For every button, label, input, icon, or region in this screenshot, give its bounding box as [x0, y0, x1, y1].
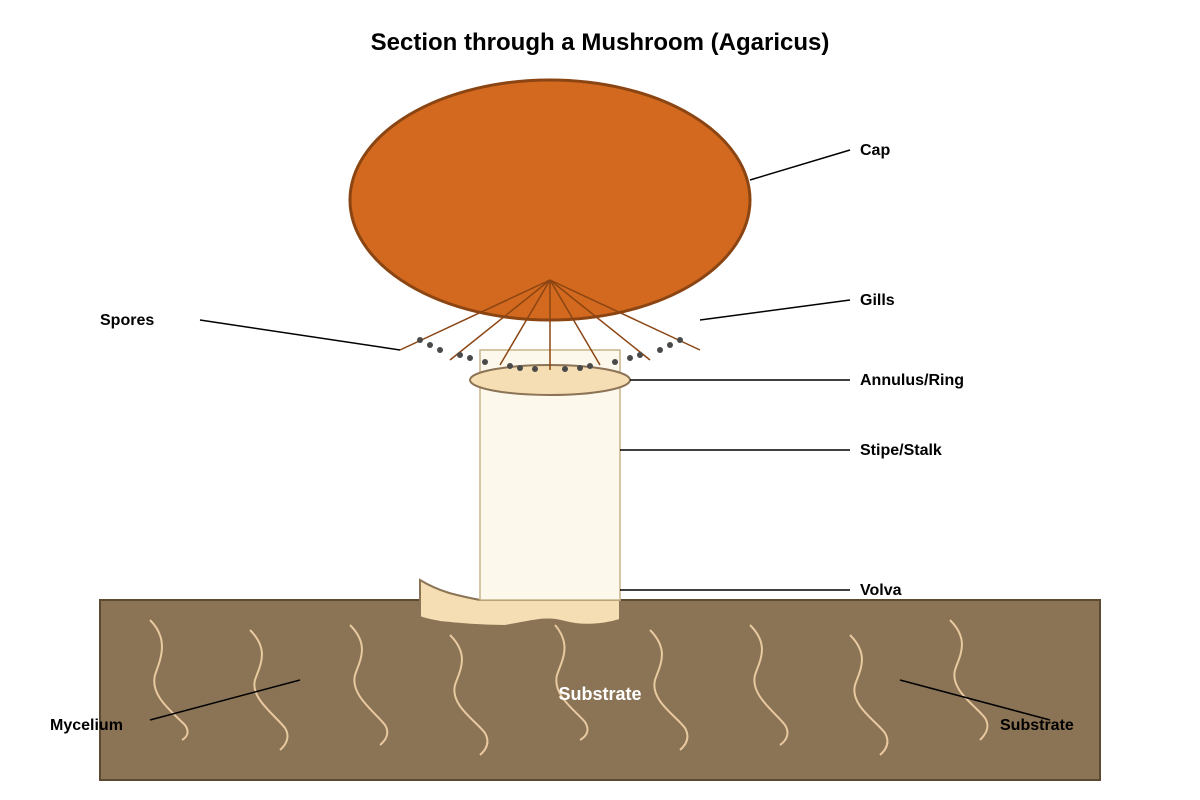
hypha: [749, 624, 789, 746]
gill-line: [549, 279, 601, 366]
hypha: [149, 619, 189, 741]
leader-lines: [149, 149, 1051, 721]
mycelium-leader-line: [149, 679, 301, 721]
gills: [399, 279, 701, 370]
gills-leader-line: [699, 299, 851, 321]
hypha: [849, 634, 889, 756]
spore-dot: [532, 366, 538, 372]
cap-leader-line: [749, 149, 851, 181]
substrate-label: Substrate: [1000, 717, 1074, 734]
annulus-label: Annulus/Ring: [860, 372, 964, 389]
hypha: [449, 634, 489, 756]
gills-label: Gills: [860, 292, 895, 309]
substrate-block: [99, 599, 1101, 781]
hypha: [649, 629, 689, 751]
diagram-title: Section through a Mushroom (Agaricus): [371, 29, 830, 56]
spore-dot: [587, 363, 593, 369]
gill-line: [449, 279, 551, 361]
spore-dot: [417, 337, 423, 343]
spore-dot: [457, 352, 463, 358]
spore-dot: [612, 359, 618, 365]
hypha: [554, 624, 589, 741]
spore-dot: [517, 365, 523, 371]
spore-dot: [657, 347, 663, 353]
spore-dot: [627, 355, 633, 361]
gill-line: [549, 279, 701, 351]
gill-line: [549, 279, 651, 361]
gill-line: [499, 279, 551, 366]
spore-dot: [427, 342, 433, 348]
hypha: [349, 624, 389, 746]
spore-dot: [482, 359, 488, 365]
volva-label: Volva: [860, 582, 902, 599]
spore-dot: [562, 366, 568, 372]
hypha: [249, 629, 289, 751]
spore-dot: [637, 352, 643, 358]
spores-label: Spores: [100, 312, 154, 329]
volva: [419, 578, 621, 628]
spores-leader-line: [199, 319, 401, 351]
spore-dot: [437, 347, 443, 353]
spores: [417, 337, 683, 372]
spore-dot: [467, 355, 473, 361]
mycelium-label: Mycelium: [50, 717, 123, 734]
substrate-leader-line: [899, 679, 1051, 721]
spore-dot: [507, 363, 513, 369]
substrate-inner-label: Substrate: [558, 684, 641, 704]
spore-dot: [677, 337, 683, 343]
spore-dot: [667, 342, 673, 348]
spore-dot: [577, 365, 583, 371]
cap-label: Cap: [860, 142, 890, 159]
stipe-label: Stipe/Stalk: [860, 442, 942, 459]
gill-line: [399, 279, 551, 351]
